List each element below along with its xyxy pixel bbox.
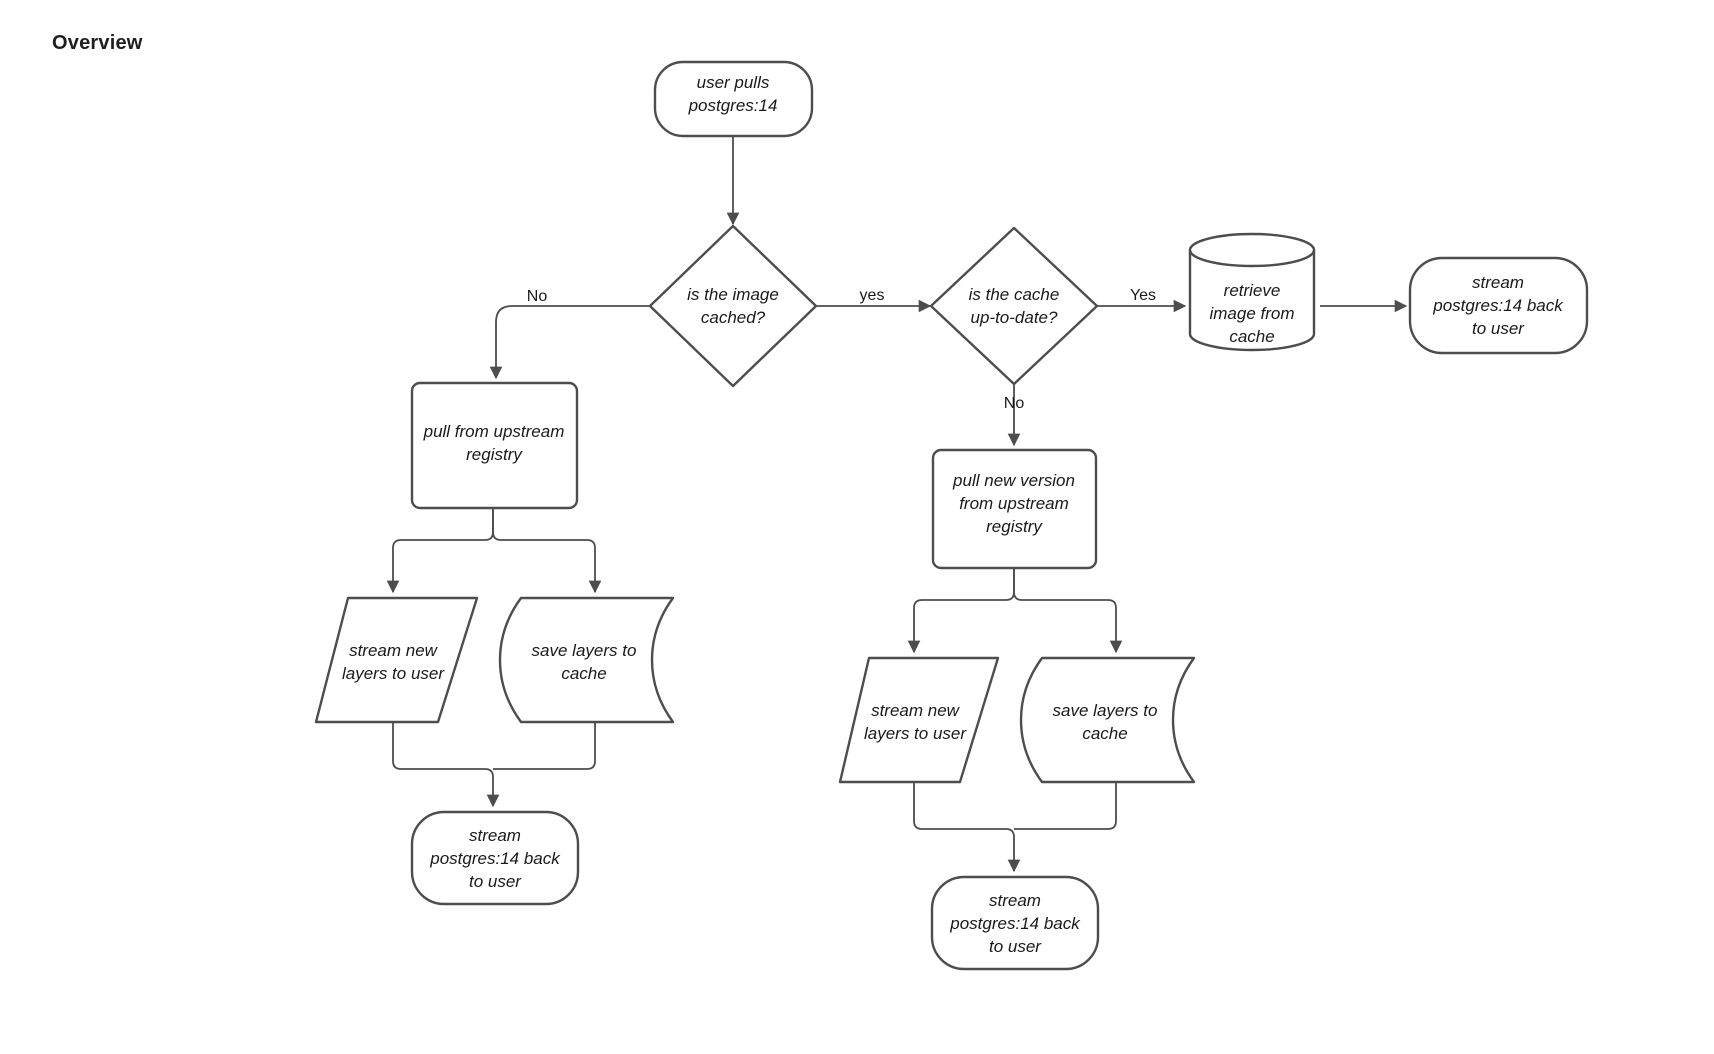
node-user-pulls-line-1: postgres:14 [688, 96, 778, 115]
node-stream-end-mid-line-0: stream [989, 891, 1041, 910]
node-save-layers-to-cache-mid[interactable]: save layers to cache [1019, 656, 1196, 784]
node-stream-end-mid-line-1: postgres:14 back [949, 914, 1081, 933]
node-stream-cached-line-0: stream [1472, 273, 1524, 292]
node-stream-new-layers-left[interactable]: stream new layers to user [314, 596, 479, 724]
node-retrieve-image-from-cache[interactable]: retrieve image from cache [1188, 232, 1316, 352]
node-stream-end-left-line-0: stream [469, 826, 521, 845]
node-pull-upstream-line-0: pull from upstream [423, 422, 565, 441]
node-is-image-cached-line-0: is the image [687, 285, 779, 304]
edge-label-decision2-no: No [1004, 395, 1025, 412]
node-user-pulls[interactable]: user pulls postgres:14 [653, 60, 814, 138]
node-stream-end-mid[interactable]: stream postgres:14 back to user [930, 875, 1100, 971]
node-stream-new-layers-mid-line-1: layers to user [864, 724, 967, 743]
node-save-layers-mid-line-1: cache [1082, 724, 1127, 743]
edge-label-decision1-yes: yes [860, 287, 885, 304]
edge-pull-upstream-split [386, 506, 602, 594]
node-stream-new-layers-left-line-0: stream new [349, 641, 439, 660]
edge-label-decision2-yes: Yes [1130, 287, 1156, 304]
node-save-layers-mid-line-0: save layers to [1053, 701, 1158, 720]
page-title: Overview [52, 32, 143, 54]
node-user-pulls-line-0: user pulls [697, 73, 770, 92]
edge-decision2-yes: Yes [1097, 287, 1187, 313]
node-stream-end-mid-line-2: to user [989, 937, 1042, 956]
node-pull-from-upstream-registry[interactable]: pull from upstream registry [410, 381, 579, 510]
edge-decision1-yes: yes [816, 287, 932, 313]
edge-pull-new-split [907, 566, 1123, 654]
node-save-layers-to-cache-left[interactable]: save layers to cache [498, 596, 675, 724]
node-save-layers-left-line-1: cache [561, 664, 606, 683]
node-is-cache-up-to-date-line-1: up-to-date? [971, 308, 1058, 327]
node-stream-cached-line-1: postgres:14 back [1432, 296, 1564, 315]
node-is-image-cached[interactable]: is the image cached? [648, 224, 818, 388]
edge-decision1-no: No [489, 288, 650, 380]
node-pull-new-version-line-2: registry [986, 517, 1043, 536]
node-pull-new-version-line-1: from upstream [959, 494, 1069, 513]
node-pull-new-version-upstream[interactable]: pull new version from upstream registry [931, 448, 1098, 570]
node-is-cache-up-to-date[interactable]: is the cache up-to-date? [929, 226, 1099, 386]
node-stream-end-left[interactable]: stream postgres:14 back to user [410, 810, 580, 906]
node-pull-upstream-line-1: registry [466, 445, 523, 464]
node-stream-new-layers-mid[interactable]: stream new layers to user [838, 656, 1000, 784]
node-pull-new-version-line-0: pull new version [952, 471, 1075, 490]
node-stream-new-layers-mid-line-0: stream new [871, 701, 961, 720]
node-stream-end-left-line-2: to user [469, 872, 522, 891]
edge-mid-join-to-stream-end [913, 781, 1117, 873]
edge-label-decision1-no: No [527, 288, 548, 305]
node-stream-end-left-line-1: postgres:14 back [429, 849, 561, 868]
node-save-layers-left-line-0: save layers to [532, 641, 637, 660]
node-stream-new-layers-left-line-1: layers to user [342, 664, 445, 683]
node-stream-cached-to-user[interactable]: stream postgres:14 back to user [1408, 256, 1589, 355]
node-retrieve-image-line-0: retrieve [1224, 281, 1281, 300]
edge-left-join-to-stream-end [392, 721, 596, 808]
node-is-cache-up-to-date-line-0: is the cache [969, 285, 1060, 304]
node-is-image-cached-line-1: cached? [701, 308, 766, 327]
node-retrieve-image-line-2: cache [1229, 327, 1274, 346]
node-stream-cached-line-2: to user [1472, 319, 1525, 338]
node-retrieve-image-line-1: image from [1209, 304, 1294, 323]
